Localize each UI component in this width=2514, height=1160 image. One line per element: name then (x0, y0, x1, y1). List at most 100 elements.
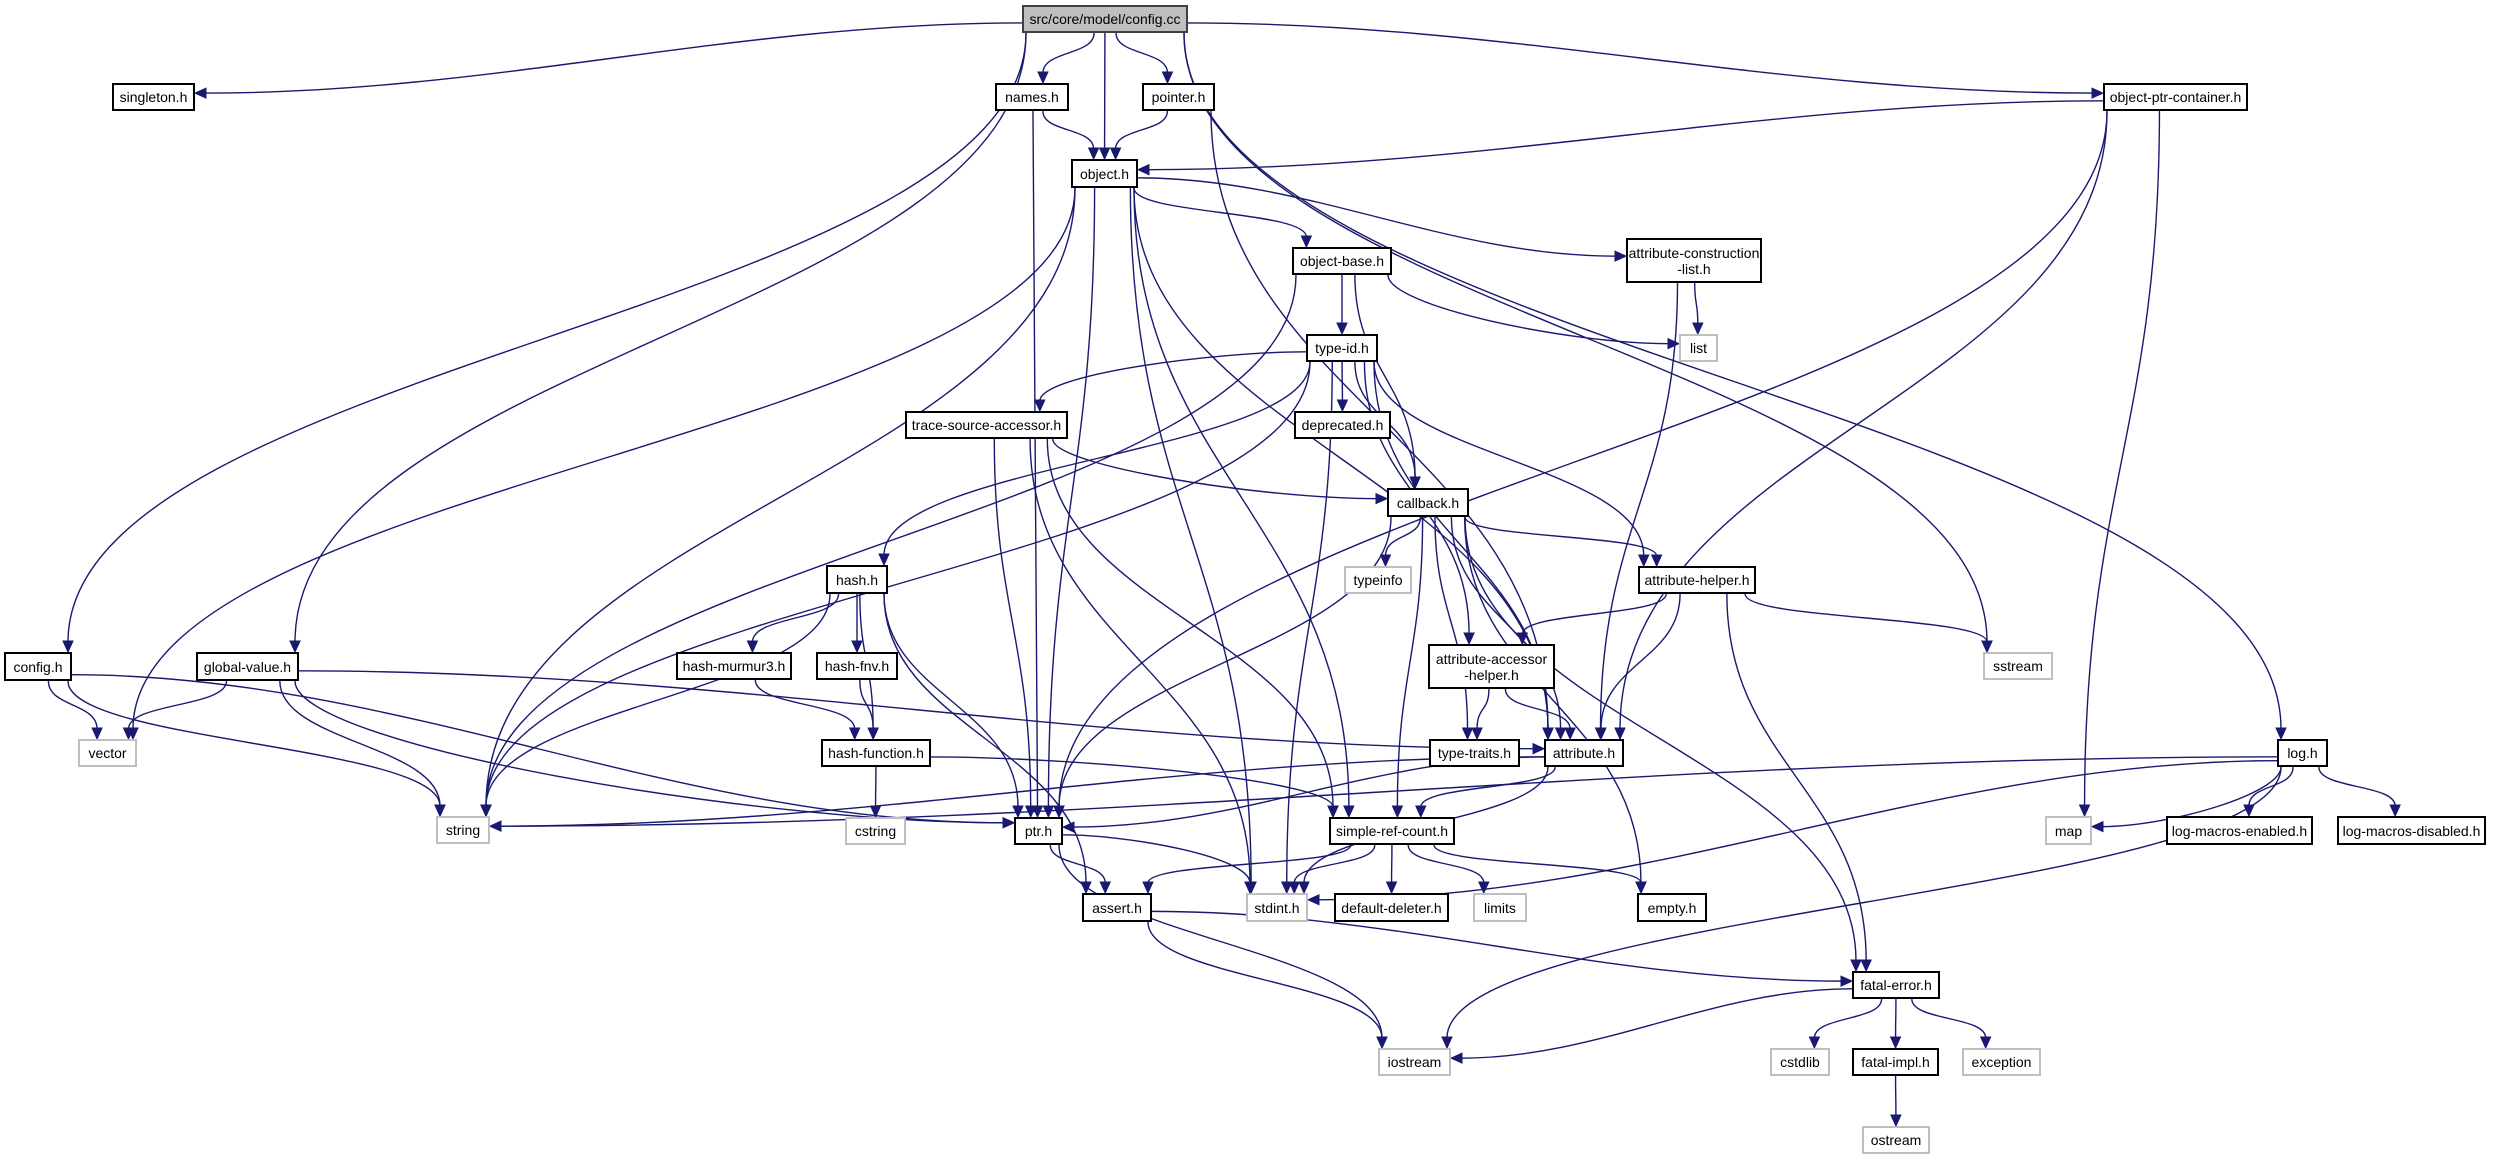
node-type-traits-h[interactable]: type-traits.h (1429, 739, 1520, 767)
arrowhead-icon (1298, 881, 1310, 895)
arrowhead-icon (746, 640, 759, 654)
node-log-h[interactable]: log.h (2277, 739, 2328, 767)
node-object-h[interactable]: object.h (1071, 159, 1138, 188)
node-iostream: iostream (1378, 1048, 1451, 1076)
node-object-base-h[interactable]: object-base.h (1292, 247, 1392, 275)
node-trace-source-accessor-h[interactable]: trace-source-accessor.h (905, 411, 1068, 439)
arrowhead-icon (1109, 147, 1122, 161)
arrowhead-icon (1478, 881, 1490, 895)
edge-callback_h-to-fatal_error_h (1464, 516, 1857, 962)
node-attribute-construction-list-h[interactable]: attribute-construction -list.h (1626, 238, 1762, 283)
arrowhead-icon (1614, 250, 1628, 262)
arrowhead-icon (1808, 1036, 1821, 1050)
node-log-macros-enabled-h[interactable]: log-macros-enabled.h (2166, 816, 2313, 845)
node-singleton-h[interactable]: singleton.h (112, 83, 195, 111)
edge-config_cc-to-singleton_h (204, 22, 1023, 94)
arrowhead-icon (1614, 727, 1626, 741)
edge-callback_h-to-type_traits_h (1434, 516, 1469, 730)
node-sstream: sstream (1983, 652, 2053, 680)
node-empty-h[interactable]: empty.h (1637, 893, 1707, 922)
arrowhead-icon (1850, 959, 1862, 973)
arrowhead-icon (1391, 805, 1404, 819)
node-names-h[interactable]: names.h (995, 83, 1069, 111)
node-string: string (436, 816, 490, 844)
node-config-h[interactable]: config.h (4, 652, 72, 681)
edge-global_value_h-to-vector (127, 680, 228, 730)
arrowhead-icon (1142, 881, 1154, 895)
node-callback-h[interactable]: callback.h (1387, 488, 1469, 517)
node-attribute-h[interactable]: attribute.h (1544, 739, 1624, 767)
arrowhead-icon (1637, 554, 1650, 568)
edge-attribute_helper_h-to-fatal_error_h (1726, 593, 1867, 962)
node-ostream: ostream (1862, 1126, 1930, 1154)
arrowhead-icon (289, 640, 301, 654)
node-attribute-helper-h[interactable]: attribute-helper.h (1638, 566, 1756, 594)
node-hash-h[interactable]: hash.h (826, 565, 888, 594)
edge-config_cc-to-object_ptr_container_h (1187, 22, 2094, 94)
arrowhead-icon (91, 727, 103, 741)
arrowhead-icon (1161, 71, 1174, 85)
edge-hash_h-to-string (485, 593, 831, 807)
edge-log_h-to-stdint_h (1317, 760, 2278, 901)
node-fatal-impl-h[interactable]: fatal-impl.h (1852, 1048, 1939, 1076)
node-hash-murmur3-h[interactable]: hash-murmur3.h (676, 652, 792, 680)
edge-config_cc-to-config_h (67, 32, 1027, 643)
edge-object_ptr_container_h-to-attribute_h (1619, 110, 2108, 730)
node-fatal-error-h[interactable]: fatal-error.h (1852, 971, 1940, 999)
node-attribute-accessor-helper-h[interactable]: attribute-accessor -helper.h (1428, 644, 1555, 689)
node-object-ptr-container-h[interactable]: object-ptr-container.h (2103, 83, 2248, 111)
arrowhead-icon (1635, 881, 1647, 895)
arrowhead-icon (1461, 727, 1474, 741)
edge-attribute_h-to-simple_ref_count_h (1420, 766, 1556, 808)
node-list: list (1679, 334, 1718, 362)
arrowhead-icon (1343, 805, 1355, 819)
arrowhead-icon (1327, 805, 1339, 819)
arrowhead-icon (1471, 727, 1483, 741)
arrowhead-icon (1336, 399, 1349, 413)
edge-names_h-to-ptr_h (1032, 110, 1039, 808)
node-log-macros-disabled-h[interactable]: log-macros-disabled.h (2337, 816, 2486, 845)
node-cstring: cstring (845, 817, 906, 845)
edge-object_base_h-to-string (485, 274, 1297, 807)
edge-log_h-to-log_macros_enabled_h (2248, 766, 2294, 807)
edge-object_h-to-object_base_h (1133, 187, 1308, 238)
edge-object_ptr_container_h-to-map (2083, 110, 2161, 807)
arrowhead-icon (2078, 804, 2091, 818)
edge-config_cc-to-names_h (1042, 32, 1095, 74)
arrowhead-icon (1099, 881, 1112, 895)
arrowhead-icon (1889, 1036, 1902, 1050)
edge-attribute_construction_list_h-to-list (1693, 282, 1699, 325)
node-ptr-h[interactable]: ptr.h (1014, 817, 1063, 845)
arrowhead-icon (1336, 322, 1348, 336)
edge-attribute_accessor_helper_h-to-attribute_h (1504, 688, 1571, 730)
arrowhead-icon (488, 820, 502, 832)
arrowhead-icon (1300, 235, 1313, 249)
node-assert-h[interactable]: assert.h (1082, 893, 1152, 922)
node-simple-ref-count-h[interactable]: simple-ref-count.h (1329, 817, 1455, 845)
arrowhead-icon (1034, 399, 1046, 413)
node-type-id-h[interactable]: type-id.h (1306, 334, 1378, 362)
arrowhead-icon (1981, 640, 1993, 654)
node-deprecated-h[interactable]: deprecated.h (1294, 411, 1391, 439)
node-hash-fnv-h[interactable]: hash-fnv.h (816, 652, 898, 680)
node-default-deleter-h[interactable]: default-deleter.h (1334, 893, 1449, 922)
node-hash-function-h[interactable]: hash-function.h (821, 739, 931, 767)
edge-ptr_h-to-stdint_h (1062, 834, 1251, 884)
node-global-value-h[interactable]: global-value.h (196, 652, 299, 681)
edge-type_id_h-to-trace_source_accessor_h (1039, 351, 1307, 402)
arrowhead-icon (867, 727, 879, 741)
edge-trace_source_accessor_h-to-stdint_h (1029, 438, 1251, 884)
arrowhead-icon (1098, 147, 1111, 161)
edge-callback_h-to-simple_ref_count_h (1396, 516, 1424, 808)
edge-hash_murmur3_h-to-hash_function_h (754, 679, 856, 730)
arrowhead-icon (1379, 554, 1392, 568)
edge-simple_ref_count_h-to-limits (1407, 844, 1485, 884)
arrowhead-icon (2090, 820, 2104, 833)
node-src-core-model-config-cc: src/core/model/config.cc (1022, 5, 1188, 33)
node-exception: exception (1962, 1048, 2041, 1076)
node-cstdlib: cstdlib (1770, 1048, 1830, 1076)
arrowhead-icon (434, 804, 446, 818)
node-pointer-h[interactable]: pointer.h (1142, 83, 1215, 111)
